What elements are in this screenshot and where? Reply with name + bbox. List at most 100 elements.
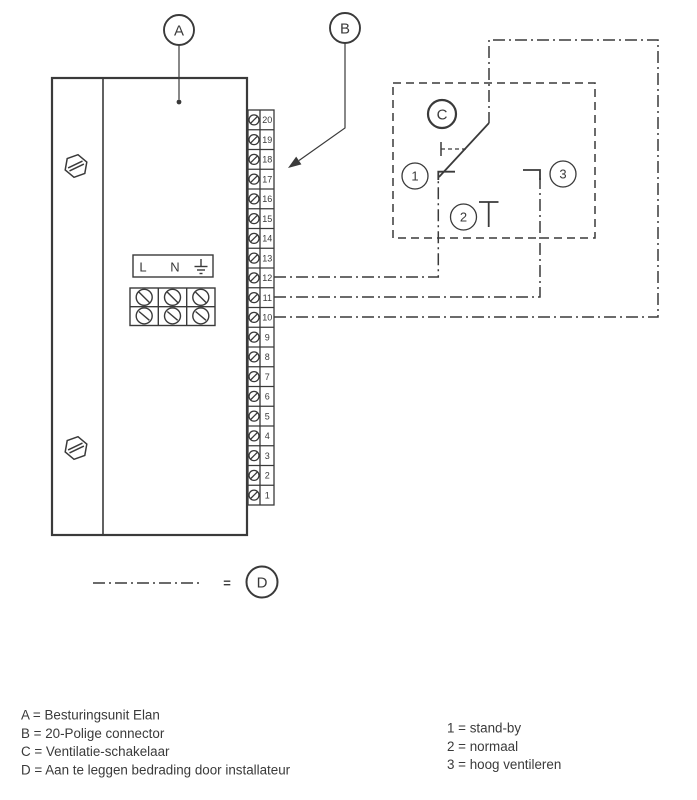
wire-terminal-10 <box>274 39 659 318</box>
slotted-screw-icon <box>163 288 182 306</box>
earth-ground-icon <box>194 259 208 275</box>
wire-terminal-11 <box>274 178 541 298</box>
slotted-screw-icon <box>248 232 260 245</box>
switch-contact-1 <box>437 170 455 180</box>
terminal-row: 6 <box>248 385 274 403</box>
switch-position-3-label: 3 <box>559 167 566 182</box>
callout-a: A <box>163 14 195 105</box>
terminal-row: 3 <box>248 445 274 462</box>
terminal-row: 15 <box>248 208 274 225</box>
legend-left: A = Besturingsunit Elan B = 20-Polige co… <box>21 708 291 778</box>
callout-c-label: C <box>437 106 448 123</box>
installer-wiring <box>274 39 659 318</box>
legend-item-3: 3 = hoog ventileren <box>447 757 561 772</box>
slotted-screw-icon <box>248 469 260 482</box>
legend-right: 1 = stand-by 2 = normaal 3 = hoog ventil… <box>447 721 561 772</box>
slotted-screw-icon <box>248 370 260 383</box>
callout-c-circle <box>426 98 458 130</box>
callout-d-label: D <box>257 574 268 591</box>
switch-position-1-label: 1 <box>411 169 418 184</box>
switch-contact-2 <box>479 201 499 227</box>
slotted-screw-icon <box>248 291 260 304</box>
slotted-screw-icon <box>248 410 260 422</box>
power-terminal: L N <box>129 254 216 327</box>
slotted-screw-icon <box>135 288 153 306</box>
slotted-screw-icon <box>248 430 260 442</box>
terminal-number-label: 11 <box>263 293 272 303</box>
callout-b-label: B <box>340 20 350 37</box>
hex-screw-icon <box>64 435 88 461</box>
slotted-screw-icon <box>192 307 210 325</box>
slotted-screw-icon <box>192 288 210 306</box>
callout-b-leader <box>298 43 346 161</box>
terminal-number-label: 17 <box>262 174 272 184</box>
control-unit <box>50 76 249 537</box>
slotted-screw-icon <box>248 449 260 462</box>
terminal-row: 17 <box>248 168 274 185</box>
terminal-number-label: 10 <box>262 313 272 323</box>
slotted-screw-icon <box>248 193 260 205</box>
terminal-row: 18 <box>248 148 274 166</box>
legend-item-b: B = 20-Polige connector <box>21 726 165 741</box>
switch-actuator <box>440 142 468 156</box>
slotted-screw-icon <box>248 331 260 343</box>
terminal-row: 7 <box>248 366 274 383</box>
slotted-screw-icon <box>135 307 153 325</box>
power-label-box <box>132 254 214 278</box>
callout-b: B <box>288 12 361 168</box>
terminal-number-label: 16 <box>262 194 272 204</box>
callout-a-circle <box>163 14 195 46</box>
terminal-row: 14 <box>248 227 274 245</box>
slotted-screw-icon <box>248 114 260 126</box>
terminal-row: 16 <box>248 188 274 205</box>
switch-lever <box>438 122 490 178</box>
terminal-number-label: 14 <box>262 234 272 244</box>
terminal-row: 13 <box>248 247 274 264</box>
terminal-number-label: 7 <box>265 372 270 382</box>
terminal-row: 5 <box>248 405 274 422</box>
legend-item-d: D = Aan te leggen bedrading door install… <box>21 762 291 777</box>
terminal-row: 11 <box>248 287 274 304</box>
slotted-screw-icon <box>248 153 260 166</box>
terminal-number-label: 13 <box>262 253 272 263</box>
terminal-number-label: 9 <box>265 332 270 342</box>
slotted-screw-icon <box>248 311 260 324</box>
terminal-number-label: 18 <box>262 155 272 165</box>
legend-item-1: 1 = stand-by <box>447 721 521 736</box>
terminal-row: 2 <box>248 464 274 482</box>
terminal-row: 9 <box>248 326 274 343</box>
terminal-row: 20 <box>248 114 272 126</box>
terminal-row: 12 <box>248 267 274 284</box>
terminal-row: 19 <box>248 129 274 146</box>
legend-item-a: A = Besturingsunit Elan <box>21 708 160 723</box>
arrowhead-icon <box>288 156 302 168</box>
terminal-number-label: 19 <box>262 135 272 145</box>
switch-enclosure <box>392 82 596 239</box>
switch-position-1: 1 <box>401 162 429 190</box>
terminal-number-label: 20 <box>262 115 272 125</box>
slotted-screw-icon <box>163 307 182 325</box>
wire-terminal-12 <box>274 178 440 278</box>
terminal-number-label: 5 <box>265 411 270 421</box>
terminal-number-label: 1 <box>265 490 270 500</box>
terminal-number-label: 6 <box>265 392 270 402</box>
slotted-screw-icon <box>248 390 260 403</box>
callout-a-label: A <box>174 22 184 39</box>
terminal-row: 10 <box>248 306 274 324</box>
slotted-screw-icon <box>248 212 260 225</box>
power-label-l: L <box>139 260 146 275</box>
slotted-screw-icon <box>248 489 260 501</box>
slotted-screw-icon <box>248 173 260 185</box>
terminal-row: 1 <box>248 484 274 501</box>
legend-item-c: C = Ventilatie-schakelaar <box>21 744 170 759</box>
terminal-number-label: 12 <box>262 273 272 283</box>
power-label-n: N <box>170 260 179 275</box>
slotted-screw-icon <box>248 252 260 264</box>
switch-position-3: 3 <box>549 160 577 188</box>
terminal-number-label: 2 <box>265 471 270 481</box>
ventilation-switch: C 1 2 3 <box>392 82 596 239</box>
switch-contact-3 <box>523 169 541 180</box>
control-unit-outline <box>50 76 249 537</box>
